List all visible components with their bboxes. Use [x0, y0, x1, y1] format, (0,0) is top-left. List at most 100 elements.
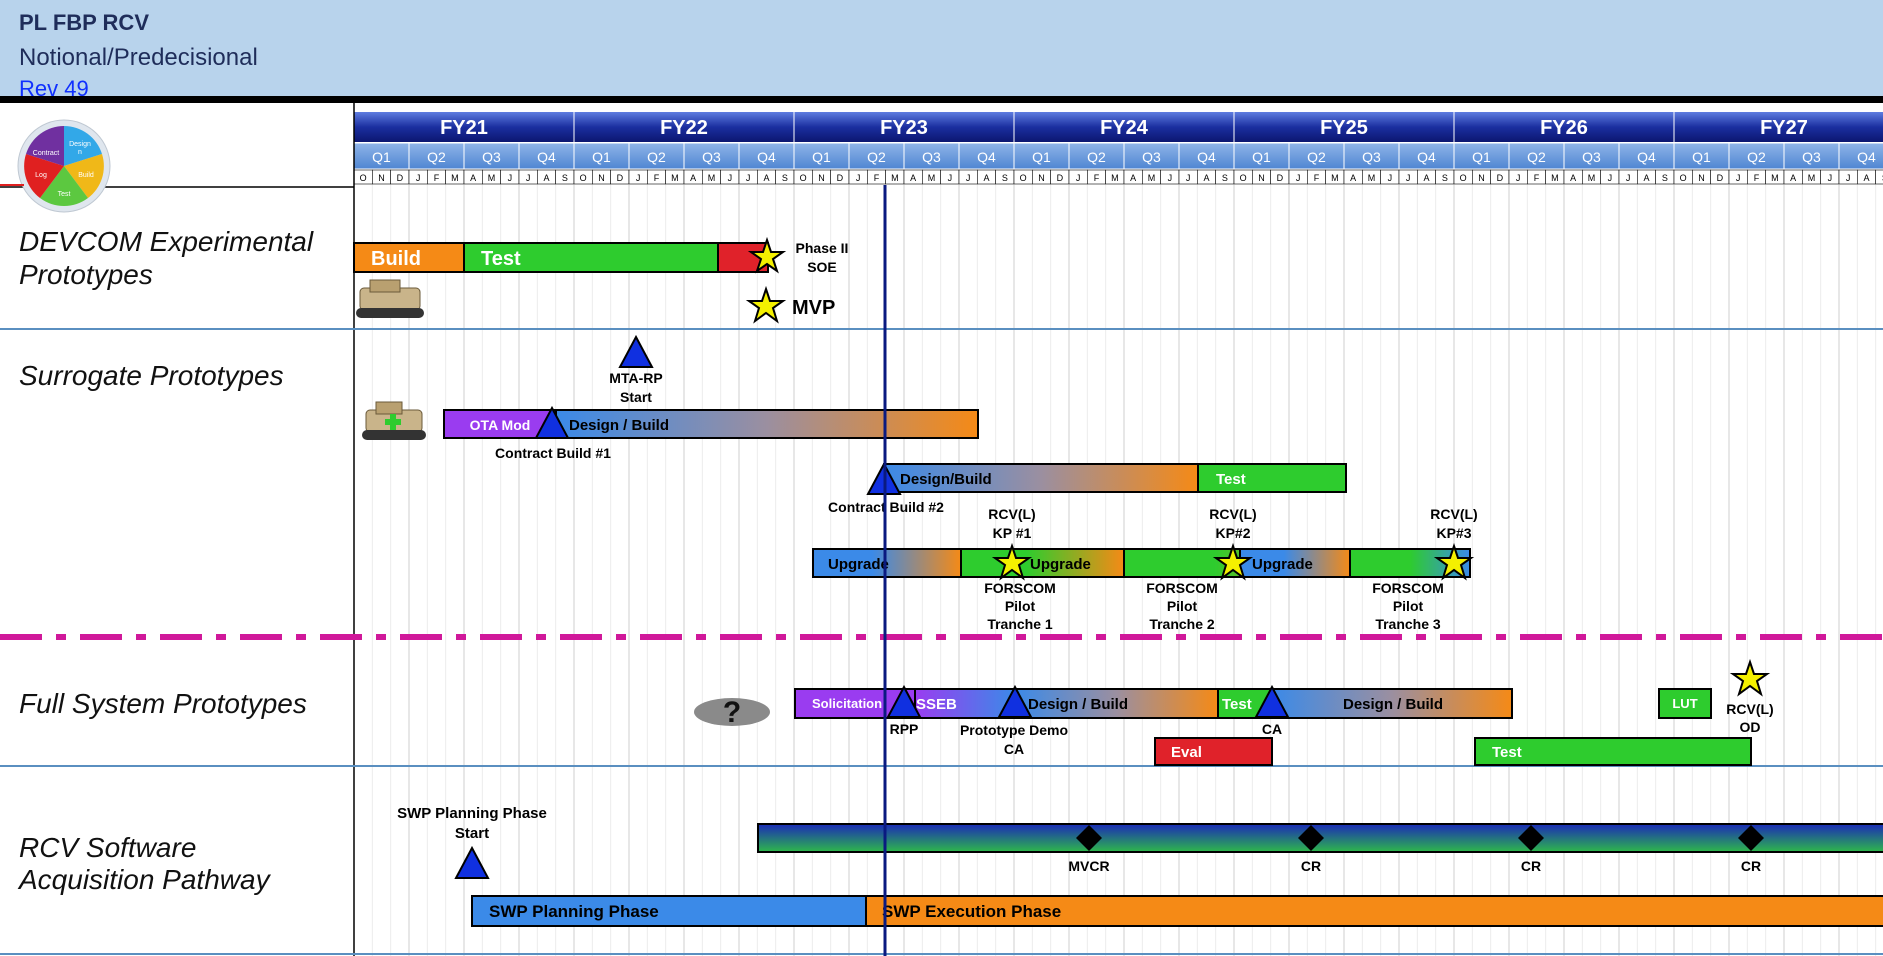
test-fs-2-bar[interactable] — [1474, 737, 1752, 766]
ota-mod-bar[interactable] — [443, 409, 557, 439]
quarter-label: Q1 — [812, 149, 831, 165]
design-build-2-bar[interactable] — [883, 463, 1199, 493]
fy-label: FY21 — [440, 117, 488, 139]
quarter-label: Q2 — [1747, 149, 1766, 165]
pilot-label-1: Pilot — [1005, 598, 1036, 614]
tranche-2-label: Tranche 2 — [1149, 616, 1215, 632]
month-label: O — [1680, 173, 1687, 183]
month-label: S — [1662, 173, 1668, 183]
month-label: D — [397, 173, 404, 183]
test-fs-2-label: Test — [1492, 744, 1522, 761]
prototype-demo-triangle-icon[interactable] — [997, 684, 1033, 718]
cr-diamond-icon[interactable] — [1518, 825, 1544, 851]
quarter-label: Q3 — [922, 149, 941, 165]
tranche-3-label: Tranche 3 — [1375, 616, 1441, 632]
ca-triangle-icon[interactable] — [1254, 684, 1290, 718]
kp2-label: RCV(L) — [1209, 506, 1256, 522]
full-system-row: ? Solicitation SSEB Design / Build Test … — [694, 658, 1774, 766]
month-label: A — [470, 173, 476, 183]
month-label: M — [488, 173, 496, 183]
kp3-star-icon[interactable] — [1433, 542, 1475, 581]
month-label: J — [1608, 173, 1613, 183]
devcom-row: Build Test Phase II SOE MVP — [353, 236, 848, 324]
quarter-label: Q4 — [1417, 149, 1436, 165]
contract-build-1-triangle-icon[interactable] — [534, 405, 570, 439]
upgrade-bar-2[interactable] — [960, 548, 1125, 578]
rcvl-od-star-icon[interactable] — [1729, 658, 1771, 697]
month-label: M — [671, 173, 679, 183]
month-label: O — [360, 173, 367, 183]
chart-header: PL FBP RCV Notional/Predecisional Rev 49 — [0, 0, 1883, 103]
program-title: PL FBP RCV — [19, 10, 149, 35]
cr-label: CR — [1741, 858, 1761, 874]
quarter-cell — [793, 142, 850, 170]
revision-label: Rev 49 — [19, 76, 89, 101]
forscom-label-2: FORSCOM — [1146, 580, 1218, 596]
month-label: J — [948, 173, 953, 183]
month-label: N — [1698, 173, 1705, 183]
pilot-label-2: Pilot — [1167, 598, 1198, 614]
mvp-star-icon[interactable] — [745, 285, 787, 324]
lut-bar[interactable] — [1658, 688, 1712, 719]
eval-bar[interactable] — [1154, 737, 1273, 766]
logo-test-segment — [40, 166, 88, 206]
month-label: D — [1497, 173, 1504, 183]
quarter-cell — [1123, 142, 1180, 170]
sseb-bar[interactable] — [914, 688, 1016, 719]
kp2-star-icon[interactable] — [1212, 542, 1254, 581]
row-label-surrogate: Surrogate Prototypes — [19, 360, 284, 391]
month-label: O — [580, 173, 587, 183]
mta-rp-label: MTA-RP — [609, 370, 662, 386]
row-label-full-system: Full System Prototypes — [19, 688, 307, 719]
tranche-1-label: Tranche 1 — [987, 616, 1053, 632]
rpp-triangle-icon[interactable] — [886, 684, 922, 718]
swp-planning-phase-bar[interactable] — [471, 895, 867, 927]
quarter-cell — [683, 142, 740, 170]
swp-execution-phase-bar[interactable] — [865, 895, 1883, 927]
design-build-1-bar[interactable] — [555, 409, 979, 439]
cr-diamond-icon[interactable] — [1738, 825, 1764, 851]
swp-planning-start-label: SWP Planning Phase — [397, 805, 547, 822]
month-label: S — [562, 173, 568, 183]
quarter-cell — [1563, 142, 1620, 170]
quarter-label: Q4 — [537, 149, 556, 165]
month-label: N — [598, 173, 605, 183]
upgrade-bar-1[interactable] — [812, 548, 962, 578]
mta-rp-start-triangle-icon[interactable] — [618, 334, 654, 368]
quarter-label: Q2 — [1527, 149, 1546, 165]
month-label: A — [1423, 173, 1429, 183]
month-label: N — [1038, 173, 1045, 183]
swp-execution-phase-label: SWP Execution Phase — [882, 902, 1061, 921]
month-label: F — [654, 173, 660, 183]
design-build-b-label: Design / Build — [1343, 696, 1443, 713]
month-label: A — [1130, 173, 1136, 183]
mvcr-diamond-icon[interactable] — [1076, 825, 1102, 851]
quarter-label: Q2 — [1087, 149, 1106, 165]
test-2-bar[interactable] — [1197, 463, 1347, 493]
quarter-label: Q3 — [1142, 149, 1161, 165]
design-build-b-bar[interactable] — [1271, 688, 1513, 719]
cr-diamond-icon[interactable] — [1298, 825, 1324, 851]
quarter-label: Q2 — [1307, 149, 1326, 165]
month-label: M — [928, 173, 936, 183]
month-label: M — [1771, 173, 1779, 183]
forscom-label-1: FORSCOM — [984, 580, 1056, 596]
kp1-star-icon[interactable] — [991, 542, 1033, 581]
design-build-1-label: Design / Build — [569, 417, 669, 434]
pilot-label-3: Pilot — [1393, 598, 1424, 614]
build-bar[interactable] — [353, 242, 465, 273]
kp1-label-2: KP #1 — [993, 525, 1032, 541]
quarter-cell — [1453, 142, 1510, 170]
rcvl-od-label: RCV(L) — [1726, 701, 1773, 717]
swp-planning-start-triangle-icon[interactable] — [454, 845, 490, 879]
quarter-label: Q3 — [1802, 149, 1821, 165]
month-label: J — [416, 173, 421, 183]
month-label: A — [1570, 173, 1576, 183]
kp2-label-2: KP#2 — [1215, 525, 1250, 541]
month-label: J — [1168, 173, 1173, 183]
design-build-a-bar[interactable] — [1014, 688, 1219, 719]
quarter-cell — [1068, 142, 1125, 170]
phase2-soe-star-icon[interactable] — [747, 236, 787, 274]
quarter-label: Q3 — [1362, 149, 1381, 165]
